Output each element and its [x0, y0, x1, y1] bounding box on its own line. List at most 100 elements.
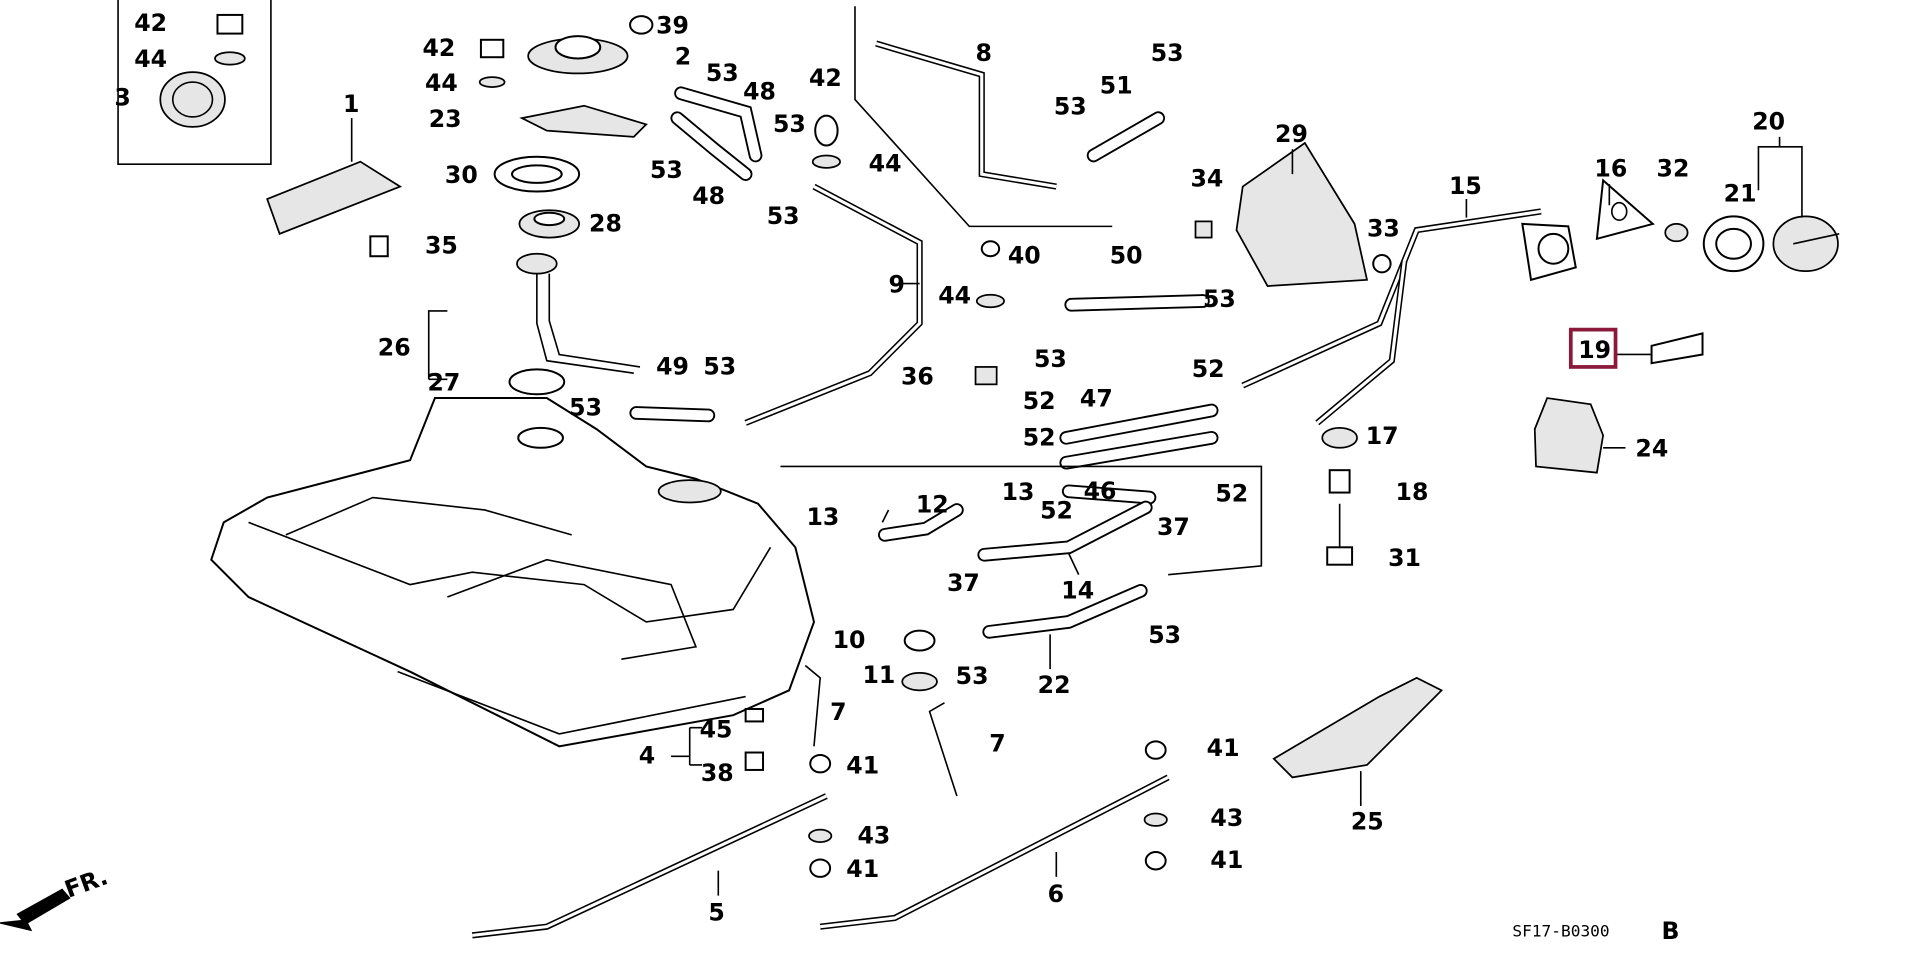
part-label[interactable]: 18 [1396, 478, 1429, 506]
fuel-tank[interactable] [210, 397, 816, 748]
part-label[interactable]: 40 [1008, 242, 1041, 270]
part-label[interactable]: 26 [378, 334, 411, 362]
part-label[interactable]: 38 [701, 759, 734, 787]
part-label[interactable]: 14 [1061, 576, 1094, 604]
part-label[interactable]: 27 [427, 369, 460, 397]
part-label[interactable]: 41 [1207, 734, 1240, 762]
part-label[interactable]: 7 [830, 698, 846, 726]
part-label[interactable]: 53 [1034, 345, 1067, 373]
part-washer-44[interactable] [478, 76, 506, 88]
part-label[interactable]: 52 [1023, 423, 1056, 451]
part-label[interactable]: 39 [656, 12, 689, 40]
part-label[interactable]: 42 [423, 34, 456, 62]
part-label[interactable]: 3 [114, 84, 130, 112]
part-label[interactable]: 53 [650, 156, 683, 184]
part-label[interactable]: 36 [901, 362, 934, 390]
part-label[interactable]: 41 [846, 752, 879, 780]
part-label[interactable]: 24 [1635, 434, 1668, 462]
filler-neck-end[interactable] [1521, 222, 1577, 282]
part-label[interactable]: 2 [675, 43, 691, 71]
part-label[interactable]: 34 [1191, 165, 1224, 193]
pipe-9[interactable] [744, 183, 923, 426]
strap-5[interactable] [471, 793, 828, 939]
part-grommet-17[interactable] [1321, 427, 1358, 449]
part-label[interactable]: 37 [1157, 513, 1190, 541]
part-label[interactable]: 53 [1151, 39, 1184, 67]
part-gasket-16[interactable] [1595, 178, 1655, 241]
part-bracket-1[interactable] [266, 160, 403, 235]
part-label[interactable]: 41 [1210, 846, 1243, 874]
part-label[interactable]: 46 [1084, 477, 1117, 505]
part-bolt-31[interactable] [1326, 503, 1354, 566]
hose-22[interactable] [982, 583, 1148, 639]
part-label[interactable]: 41 [846, 855, 879, 883]
part-label[interactable]: 48 [692, 182, 725, 210]
fasteners[interactable] [744, 114, 1168, 878]
part-grommet-33[interactable] [1372, 253, 1392, 274]
pipe-8[interactable] [875, 40, 1057, 190]
hose-48-upper[interactable] [674, 86, 763, 163]
hose-12[interactable] [877, 503, 964, 542]
part-label[interactable]: 17 [1366, 422, 1399, 450]
part-label[interactable]: 44 [869, 150, 902, 178]
part-bracket-23[interactable] [519, 104, 648, 138]
part-label[interactable]: 48 [743, 77, 776, 105]
part-label[interactable]: 44 [425, 69, 458, 97]
pipe-15[interactable] [1241, 208, 1542, 426]
part-label[interactable]: 13 [807, 503, 840, 531]
part-label[interactable]: 31 [1388, 544, 1421, 572]
part-19[interactable] [1615, 332, 1704, 365]
part-label[interactable]: 22 [1038, 671, 1071, 699]
part-label[interactable]: 49 [656, 352, 689, 380]
part-label[interactable]: 53 [767, 202, 800, 230]
part-label[interactable]: 53 [1203, 285, 1236, 313]
part-label[interactable]: 53 [773, 110, 806, 138]
part-nut-32[interactable] [1664, 223, 1689, 243]
part-label[interactable]: 52 [1040, 497, 1073, 525]
part-label[interactable]: 1 [343, 90, 359, 118]
part-label[interactable]: 47 [1080, 385, 1113, 413]
part-label[interactable]: 15 [1449, 172, 1482, 200]
part-label[interactable]: 53 [706, 59, 739, 87]
part-label[interactable]: 6 [1048, 880, 1064, 908]
hose-48-lower[interactable] [670, 111, 753, 181]
part-washer[interactable] [214, 51, 246, 66]
part-collar-18[interactable] [1328, 469, 1351, 494]
part-fuel-gauge-26[interactable] [516, 252, 641, 374]
part-label[interactable]: 28 [589, 209, 622, 237]
part-label[interactable]: 44 [938, 281, 971, 309]
part-label[interactable]: 53 [1054, 92, 1087, 120]
part-label[interactable]: 16 [1594, 155, 1627, 183]
part-label[interactable]: 37 [947, 569, 980, 597]
part-label[interactable]: 52 [1192, 355, 1225, 383]
highlighted-part-label[interactable]: 19 [1568, 327, 1618, 369]
part-label[interactable]: 52 [1215, 479, 1248, 507]
part-label[interactable]: 53 [1148, 621, 1181, 649]
part-label[interactable]: 43 [857, 821, 890, 849]
rod-7-right[interactable] [928, 702, 958, 797]
part-label[interactable]: 52 [1023, 387, 1056, 415]
part-label[interactable]: 8 [976, 39, 992, 67]
hose-49[interactable] [629, 406, 716, 423]
part-label[interactable]: 11 [862, 661, 895, 689]
part-ring-21[interactable] [1702, 215, 1765, 273]
part-label[interactable]: 30 [445, 161, 478, 189]
part-shield-29[interactable] [1235, 141, 1369, 287]
part-label[interactable]: 53 [703, 352, 736, 380]
hose-50[interactable] [1064, 294, 1210, 312]
part-label[interactable]: 10 [833, 626, 866, 654]
part-label[interactable]: 5 [708, 898, 724, 926]
part-label[interactable]: 44 [134, 45, 167, 73]
part-label[interactable]: 53 [956, 662, 989, 690]
hose-14[interactable] [977, 500, 1153, 562]
part-shield-25[interactable] [1272, 676, 1444, 779]
part-ring-30[interactable] [493, 155, 581, 193]
part-label[interactable]: 33 [1367, 214, 1400, 242]
part-cover-2[interactable] [527, 35, 629, 75]
part-label[interactable]: 13 [1002, 478, 1035, 506]
part-clip-34[interactable] [1194, 220, 1213, 239]
part-bolt-35[interactable] [369, 235, 389, 258]
part-nut[interactable] [216, 13, 244, 35]
part-nut-42[interactable] [479, 38, 505, 59]
hose-47[interactable] [1059, 403, 1219, 470]
